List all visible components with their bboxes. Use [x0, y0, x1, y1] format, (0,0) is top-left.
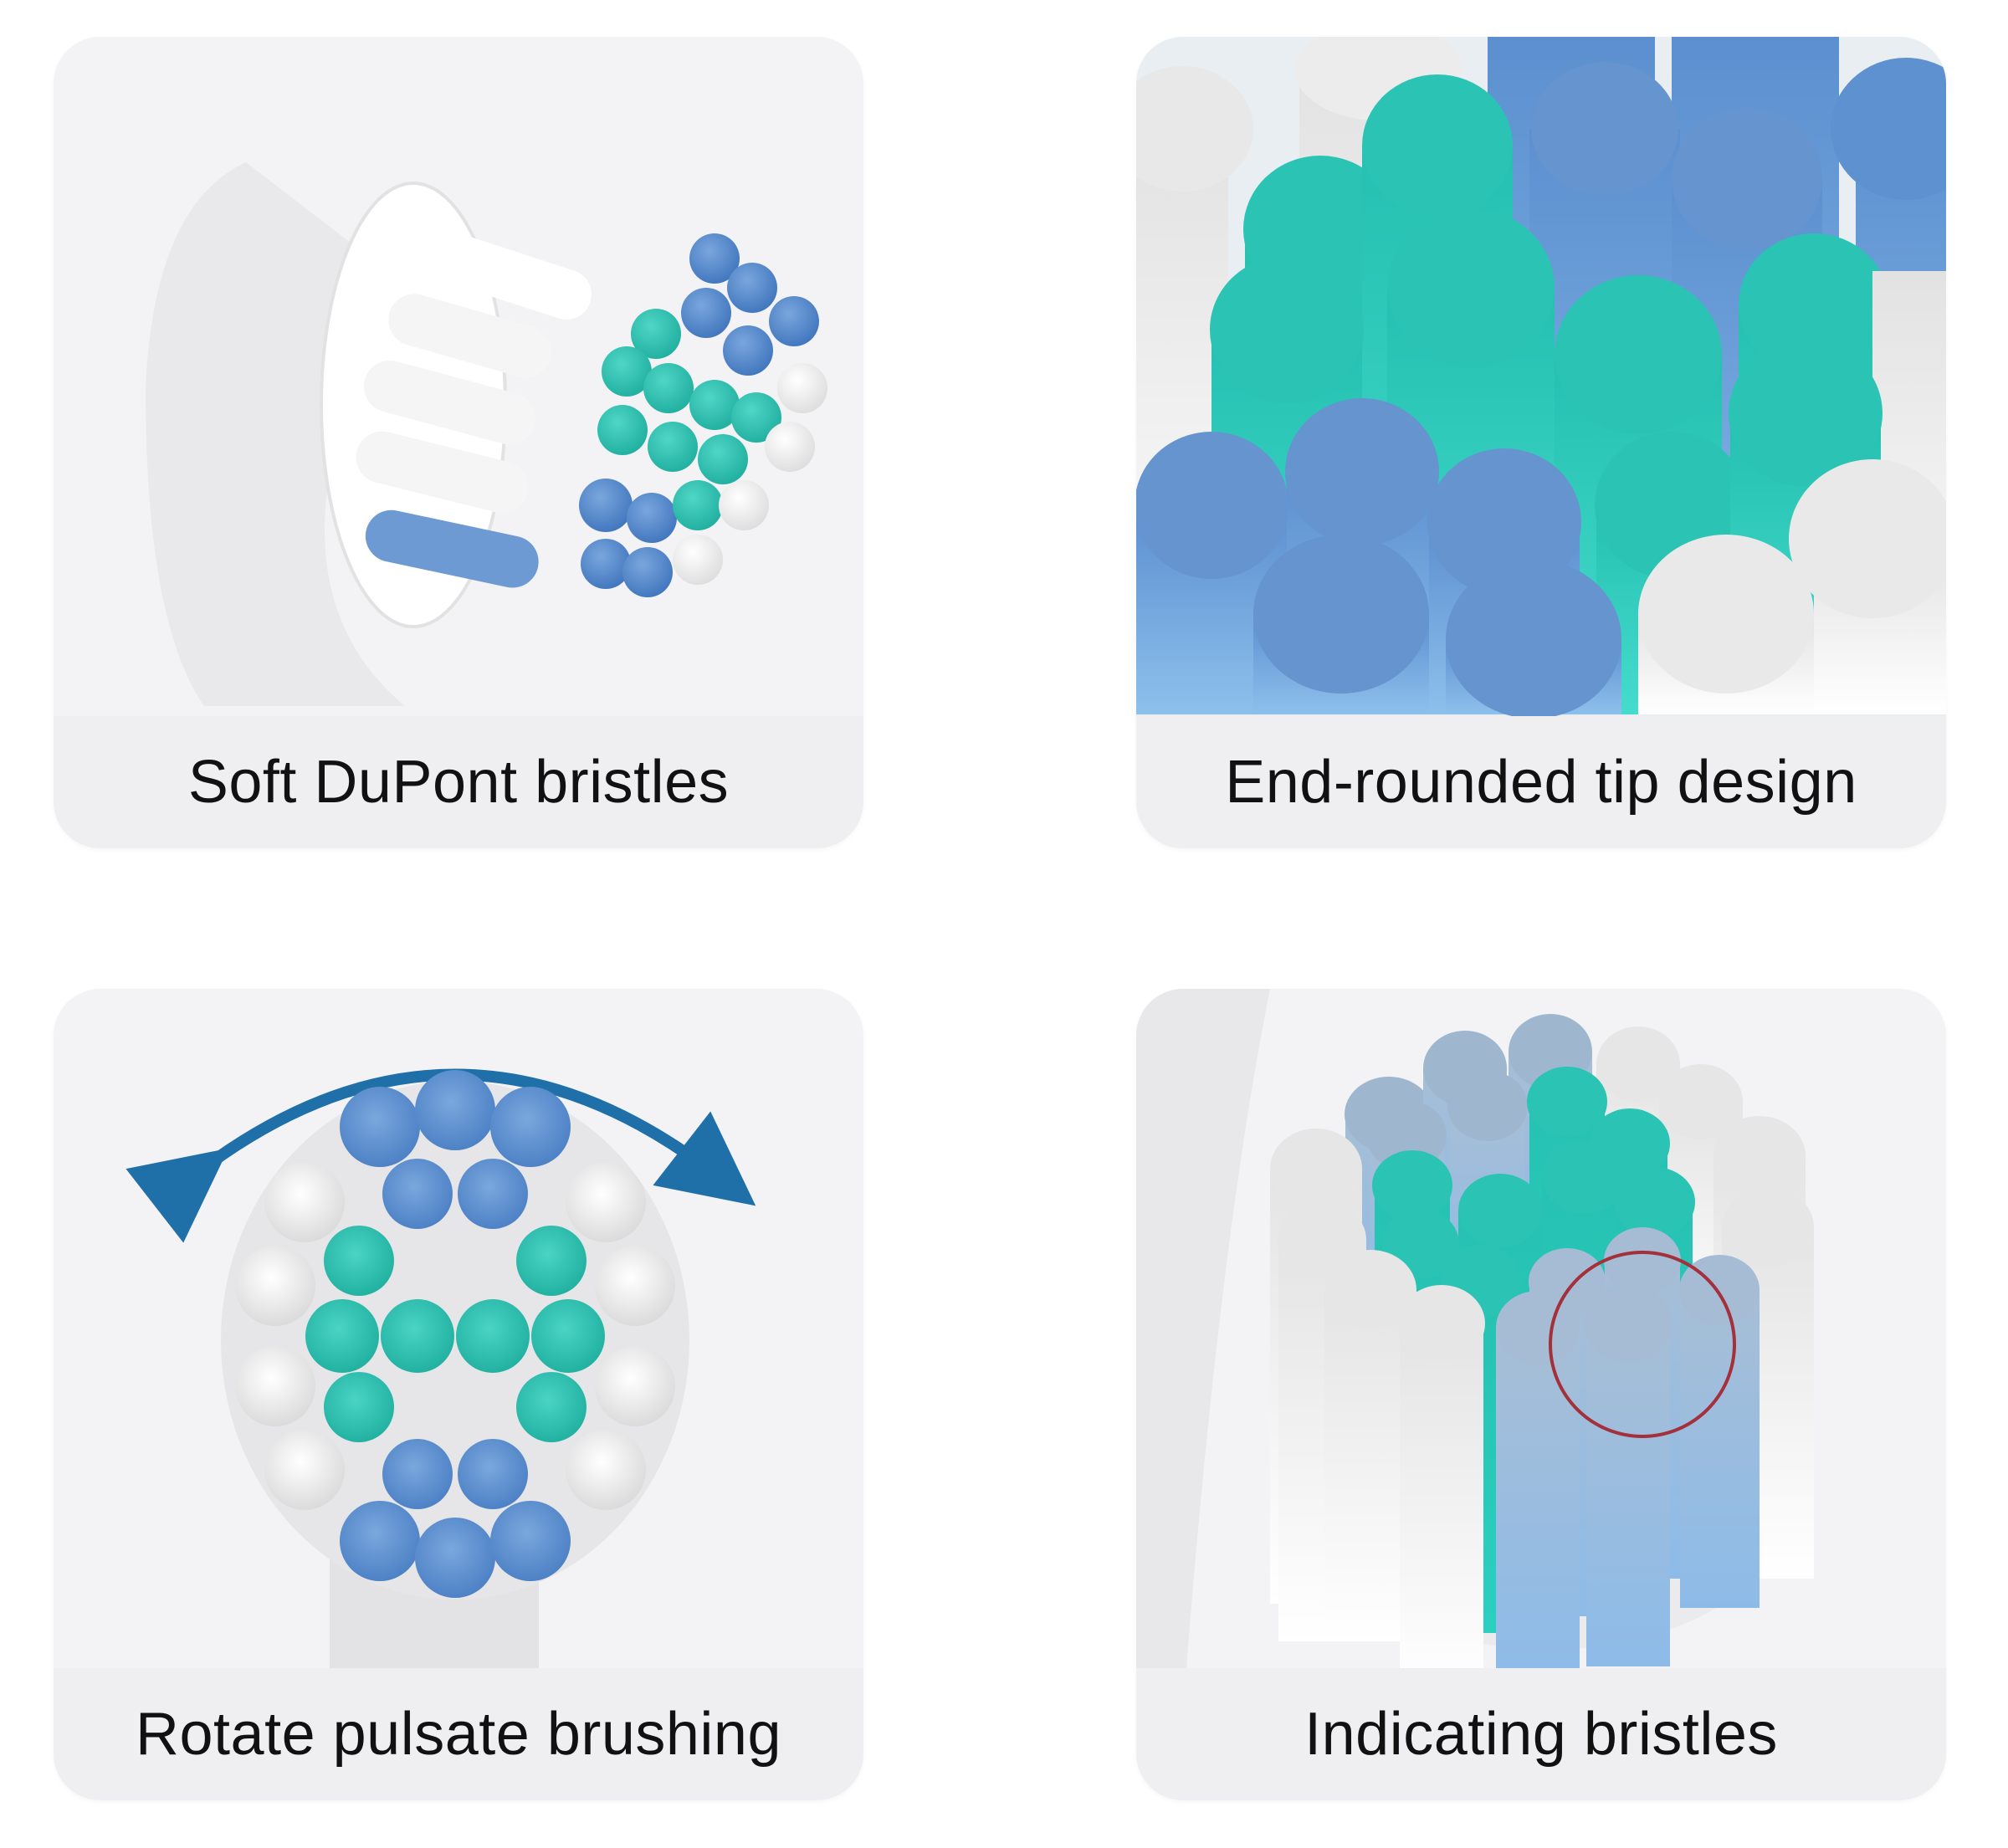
brush-head-illustration — [54, 37, 863, 716]
caption-bar: Indicating bristles — [1136, 1668, 1946, 1800]
feature-panel-soft-bristles: Soft DuPont bristles — [54, 37, 863, 848]
feature-caption: Rotate pulsate brushing — [136, 1701, 781, 1768]
indicator-highlight-circle — [1549, 1251, 1736, 1438]
feature-caption: End-rounded tip design — [1225, 749, 1857, 816]
caption-bar: Soft DuPont bristles — [54, 716, 863, 848]
bristle-closeup-illustration — [1136, 37, 1946, 716]
feature-caption: Indicating bristles — [1304, 1701, 1778, 1768]
feature-panel-rotate-pulsate: Rotate pulsate brushing — [54, 989, 863, 1800]
indicator-bristles-illustration — [1136, 989, 1946, 1668]
feature-panel-end-rounded-tips: End-rounded tip design — [1136, 37, 1946, 848]
feature-panel-indicating-bristles: Indicating bristles — [1136, 989, 1946, 1800]
round-brush-head-illustration — [54, 989, 863, 1668]
caption-bar: Rotate pulsate brushing — [54, 1668, 863, 1800]
caption-bar: End-rounded tip design — [1136, 716, 1946, 848]
feature-caption: Soft DuPont bristles — [187, 749, 730, 816]
